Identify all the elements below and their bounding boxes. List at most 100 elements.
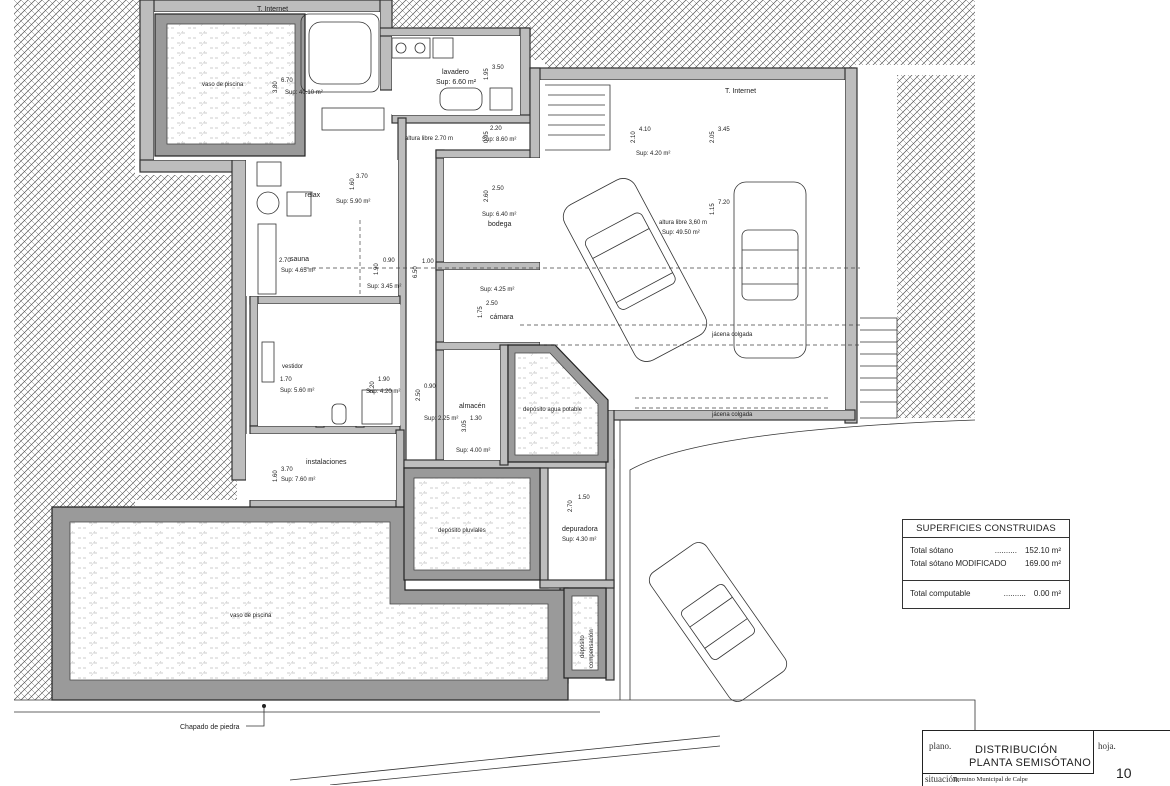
label-sup-sauna: Sup: 4.65 m² (281, 268, 315, 274)
dim-label: 3.80 (273, 81, 279, 93)
label-jacena-1: jácena colgada (711, 332, 753, 338)
label-sup-instalaciones: Sup: 7.60 m² (281, 477, 315, 483)
label-jacena-2: jácena colgada (711, 412, 753, 418)
label-instalaciones: instalaciones (306, 459, 347, 466)
label-sup-depuradora: Sup: 4.30 m² (562, 537, 596, 543)
surfaces-row-label: Total sótano (910, 546, 954, 555)
label-sup-escalera: Sup: 4.20 m² (636, 151, 670, 157)
label-t-internet-1: T. Internet (257, 6, 288, 13)
beam-lines (14, 220, 976, 785)
dim-label: 2.20 (370, 381, 376, 393)
dim-label: 0.90 (424, 384, 436, 390)
label-sup-piscina-top: Sup: 40.10 m² (285, 90, 323, 96)
label-relax: relax (305, 192, 321, 199)
dimension-labels: 6.70 3.80 3.50 1.95 2.20 0.95 4.10 2.10 … (273, 65, 730, 512)
dim-label: 6.50 (413, 266, 419, 278)
surfaces-row-value: 0.00 m² (1033, 589, 1061, 598)
dim-label: 0.90 (383, 258, 395, 264)
label-altura-libre-1: altura libre 2.70 m (405, 136, 453, 142)
label-deposito-pluviales: depósito pluviales (438, 528, 486, 534)
surfaces-row-value: 169.00 m² (1024, 559, 1061, 568)
plan-title-line2: PLANTA SEMISÓTANO (969, 757, 1092, 769)
dim-label: 0.95 (484, 131, 490, 143)
dim-label: 6.70 (281, 78, 293, 84)
label-deposito-agua: depósito agua potable (523, 407, 583, 413)
label-sup-almacen: Sup: 4.00 m² (456, 448, 490, 454)
label-t-internet-2: T. Internet (725, 88, 756, 95)
dim-label: 1.00 (422, 259, 434, 265)
furniture-fixtures (256, 37, 513, 425)
dim-label: 3.50 (492, 65, 504, 71)
dim-label: 1.30 (470, 416, 482, 422)
plano-tag: plano. (929, 741, 952, 751)
dim-label: 2.60 (484, 190, 490, 202)
label-vaso-piscina-bottom: vaso de piscina (230, 613, 272, 619)
dim-label: 1.60 (273, 470, 279, 482)
label-sauna: sauna (290, 256, 309, 263)
situacion-tag: situación. (925, 774, 960, 784)
label-vestidor: vestidor (282, 364, 303, 370)
label-almacen: almacén (459, 403, 486, 410)
label-depuradora: depuradora (562, 526, 598, 533)
dim-label: 2.50 (492, 186, 504, 192)
dim-label: 1.60 (350, 178, 356, 190)
situacion-text: Termino Municipal de Calpe (953, 776, 1028, 783)
label-deposito-compensacion-1: depósito (580, 635, 586, 658)
surfaces-row-label: Total computable (910, 589, 971, 598)
dim-label: 3.70 (356, 174, 368, 180)
surfaces-row: Total sótano MODIFICADO 169.00 m² (903, 557, 1069, 570)
label-sup-garaje: Sup: 49.50 m² (662, 230, 700, 236)
label-sup-pasillo: Sup: 8.60 m² (482, 137, 516, 143)
dim-label: 2.20 (490, 126, 502, 132)
dim-label: 3.05 (462, 420, 468, 432)
label-sup-relax: Sup: 5.90 m² (336, 199, 370, 205)
surfaces-row-value: 152.10 m² (1024, 546, 1061, 555)
dim-label: 2.70 (568, 500, 574, 512)
dim-label: 1.90 (378, 377, 390, 383)
title-block: plano. DISTRIBUCIÓN PLANTA SEMISÓTANO ho… (922, 730, 1170, 786)
surfaces-title: SUPERFICIES CONSTRUIDAS (903, 520, 1069, 538)
surfaces-row: Total sótano .......... 152.10 m² (903, 544, 1069, 557)
label-sup-bodega: Sup: 6.40 m² (482, 212, 516, 218)
dim-label: 1.95 (484, 68, 490, 80)
dim-label: 2.50 (416, 389, 422, 401)
surfaces-row-dots (1006, 557, 1024, 570)
surfaces-row: Total computable .......... 0.00 m² (903, 580, 1069, 600)
label-altura-libre-2: altura libre 3,60 m (659, 220, 707, 226)
label-sup-bano: Sup: 4.20 m² (366, 389, 400, 395)
label-sup-lavadero: Sup: 6.60 m² (436, 79, 477, 86)
label-bodega: bodega (488, 221, 511, 228)
surfaces-table: SUPERFICIES CONSTRUIDAS Total sótano ...… (902, 519, 1070, 609)
hoja-tag: hoja. (1098, 741, 1116, 751)
water-areas (51, 13, 609, 701)
dim-label: 7.20 (718, 200, 730, 206)
stairs (545, 84, 898, 419)
plan-title-line1: DISTRIBUCIÓN (975, 744, 1058, 756)
label-sup-camara: Sup: 4.25 m² (480, 287, 514, 293)
label-chapado-piedra: Chapado de piedra (180, 724, 240, 731)
dim-label: 2.70 (279, 258, 291, 264)
label-vaso-piscina-top: vaso de piscina (202, 82, 244, 88)
title-cell: plano. DISTRIBUCIÓN PLANTA SEMISÓTANO (923, 731, 1094, 774)
dim-label: 1.70 (280, 377, 292, 383)
dim-label: 2.50 (486, 301, 498, 307)
dim-label: 2.05 (710, 131, 716, 143)
dim-label: 4.10 (639, 127, 651, 133)
label-lavadero: lavadero (442, 69, 469, 76)
dim-label: 2.10 (631, 131, 637, 143)
label-deposito-compensacion-2: compensación (589, 629, 595, 668)
label-sup-ducha: Sup: 3.45 m² (367, 284, 401, 290)
label-sup-vestidor: Sup: 5.60 m² (280, 388, 314, 394)
label-camara: cámara (490, 314, 513, 321)
car-drawings (562, 178, 807, 702)
surfaces-row-label: Total sótano MODIFICADO (910, 559, 1007, 568)
dim-label: 1.50 (578, 495, 590, 501)
dim-label: 3.45 (718, 127, 730, 133)
dim-label: 1.75 (478, 306, 484, 318)
dim-label: 3.70 (281, 467, 293, 473)
label-sup-almacen-pasillo: Sup: 2.25 m² (424, 416, 458, 422)
dim-label: 1.90 (374, 263, 380, 275)
surfaces-row-dots: .......... (1003, 589, 1026, 598)
room-labels: T. Internet T. Internet vaso de piscina … (180, 6, 756, 731)
